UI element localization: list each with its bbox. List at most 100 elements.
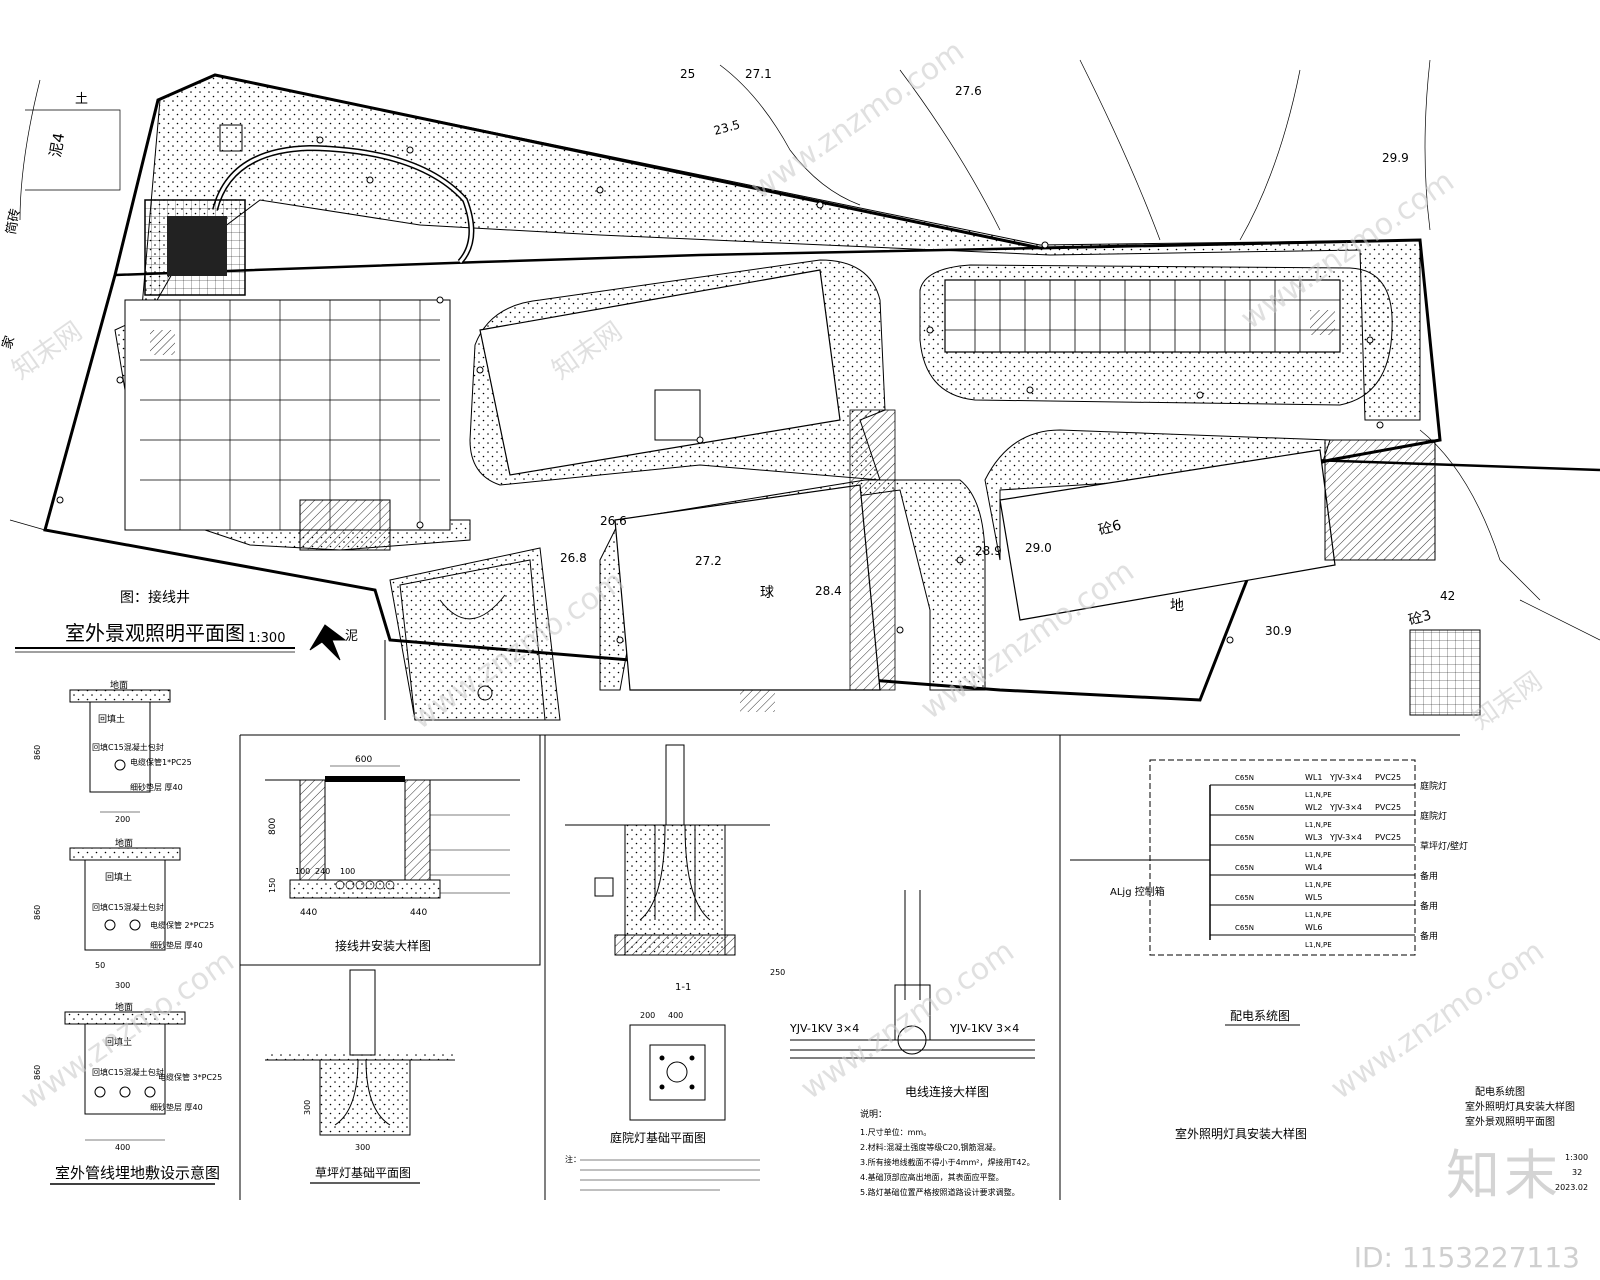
garden-light-plan-inner (649, 1044, 706, 1101)
cable-note-2: 2.材料:混凝土强度等级C20,钢筋混凝。 (860, 1142, 1001, 1152)
trench-2-dim-300: 300 (115, 981, 130, 990)
fixture-detail-title: 室外照明灯具安装大样图 (1175, 1126, 1307, 1141)
lawn-light-ground (265, 1054, 455, 1060)
circuit-load: 备用 (1420, 900, 1438, 912)
garden-notes-label: 注： (565, 1154, 581, 1164)
trench-3-body (84, 1023, 166, 1115)
trench-2-sand: 细砂垫层 厚40 (150, 940, 203, 950)
trench-2-backfill: 回填土 (105, 871, 132, 883)
anchor-bolt-icon (659, 1084, 665, 1090)
trench-2-surface (69, 847, 181, 861)
site-boundary (43, 73, 1442, 702)
elev-29-9: 29.9 (1382, 151, 1409, 165)
pavilion-core (167, 216, 227, 276)
north-arrow-icon (309, 624, 347, 661)
title-block: 配电系统图 室外照明灯具安装大样图 室外景观照明平面图 1:300 32 202… (1465, 1085, 1588, 1192)
garden-notes-lines (580, 1159, 760, 1191)
well-dim-440-left: 440 (300, 908, 317, 918)
breaker-label: C65N (1235, 864, 1254, 872)
trench-2-body (84, 859, 166, 951)
teaching-building (124, 299, 451, 551)
watermark-site: www.znzmo.com (15, 944, 241, 1117)
leader-lines (430, 814, 510, 894)
garden-light-plan-outer (629, 1024, 726, 1121)
landscape-belt-sw (389, 547, 561, 721)
elev-27-6: 27.6 (955, 84, 982, 98)
trench-3-sand: 细砂垫层 厚40 (150, 1102, 203, 1112)
boundary-inner (114, 246, 1041, 277)
garden-light-title: 庭院灯基础平面图 (610, 1130, 706, 1145)
label-mud: 泥 (345, 629, 358, 644)
circuit-load: 备用 (1420, 870, 1438, 882)
cable-note-3: 3.所有接地线截面不得小于4mm²，焊接用T42。 (860, 1157, 1035, 1167)
circuit-load: 庭院灯 (1420, 810, 1447, 822)
garden-light-pole (665, 744, 685, 826)
watermark-small: 知末网 (7, 316, 88, 385)
lawn-light-post (349, 969, 376, 1056)
breaker-label: C65N (1235, 774, 1254, 782)
well-wall-right (404, 779, 431, 881)
circuit-wl2: C65N WL2 YJV-3×4 PVC25 庭院灯 L1,N,PE (1210, 803, 1447, 829)
label-brick: 简砖 (3, 207, 23, 235)
plan-title: 室外景观照明平面图 (65, 621, 245, 645)
trench-3-conduit: 电缆保管 3*PC25 (158, 1072, 222, 1082)
well-base (289, 879, 441, 899)
well-dim-240: 240 (315, 867, 330, 876)
lawn-light-footing (319, 1059, 411, 1136)
gravel (335, 880, 395, 890)
circuit-load: 草坪灯/壁灯 (1420, 840, 1468, 852)
cable-notes-title: 说明： (860, 1108, 887, 1120)
trench-3-dim-860: 860 (33, 1065, 42, 1080)
trench-2-dim-860: 860 (33, 905, 42, 920)
trench-1-conduit: 电缆保管1*PC25 (130, 757, 192, 767)
watermark-site: www.znzmo.com (1325, 934, 1551, 1107)
label-soil: 土 (75, 92, 88, 107)
circuit-cable: YJV-3×4 (1329, 803, 1362, 812)
lawn-dim-300b: 300 (355, 1143, 370, 1152)
trench-2-concrete: 回填C15混凝土包封 (92, 902, 164, 912)
circuit-id: WL3 (1305, 833, 1322, 842)
conduit-icon (104, 919, 116, 931)
garden-light-bolts (639, 824, 711, 921)
cable-right-label: YJV-1KV 3×4 (949, 1022, 1019, 1035)
circuit-load: 庭院灯 (1420, 780, 1447, 792)
title-meta-date: 2023.02 (1555, 1183, 1588, 1192)
circuit-wl5: C65N WL5 备用 L1,N,PE (1210, 893, 1438, 919)
central-building (479, 269, 841, 476)
cable-joint-detail: YJV-1KV 3×4 YJV-1KV 3×4 电线连接大样图 说明： 1.尺寸… (789, 890, 1035, 1197)
circuit-phase: L1,N,PE (1305, 881, 1332, 889)
cable-left-label: YJV-1KV 3×4 (789, 1022, 859, 1035)
garden-light-detail: 1-1 250 200 400 庭院灯基础平面图 注： (565, 744, 785, 1191)
circuit-load: 备用 (1420, 930, 1438, 942)
east-hatch (1324, 439, 1436, 561)
elev-42: 42 (1440, 589, 1455, 603)
well-dim-800: 800 (268, 818, 278, 835)
well-cover (325, 776, 405, 782)
distribution-diagram: ALjg 控制箱 C65N WL1 YJV-3×4 PVC25 庭院灯 L1,N… (1070, 759, 1468, 1141)
gym-building (999, 449, 1336, 621)
circuit-id: WL6 (1305, 923, 1322, 932)
garden-light-base (614, 934, 736, 956)
distribution-box (1149, 759, 1416, 956)
elev-27-2: 27.2 (695, 554, 722, 568)
label-ground: 地 (1170, 598, 1184, 614)
junction-well-title: 接线井安装大样图 (335, 938, 431, 953)
garden-dim-250: 250 (770, 968, 785, 977)
circuit-phase: L1,N,PE (1305, 941, 1332, 949)
cable-note-5: 5.路灯基础位置严格按照道路设计要求调整。 (860, 1187, 1020, 1197)
lawn-light-detail: 300 300 草坪灯基础平面图 (265, 969, 455, 1184)
lawn-light-title: 草坪灯基础平面图 (315, 1166, 411, 1180)
elev-26-8: 26.8 (560, 551, 587, 565)
lawn-light-cable (334, 1059, 391, 1126)
trench-1-dim-800: 860 (33, 745, 42, 760)
title-meta-number: 32 (1572, 1168, 1582, 1177)
garden-light-plan-bolt (666, 1061, 688, 1083)
dormitory-building (944, 279, 1341, 353)
trench-3-dim-400: 400 (115, 1143, 130, 1152)
label-family: 家 (0, 334, 18, 352)
circuit-phase: L1,N,PE (1305, 851, 1332, 859)
well-dim-100b: 100 (340, 867, 355, 876)
circuit-wl6: C65N WL6 备用 L1,N,PE (1210, 923, 1438, 949)
anchor-bolt-icon (659, 1055, 665, 1061)
title-line-2: 室外照明灯具安装大样图 (1465, 1100, 1575, 1113)
